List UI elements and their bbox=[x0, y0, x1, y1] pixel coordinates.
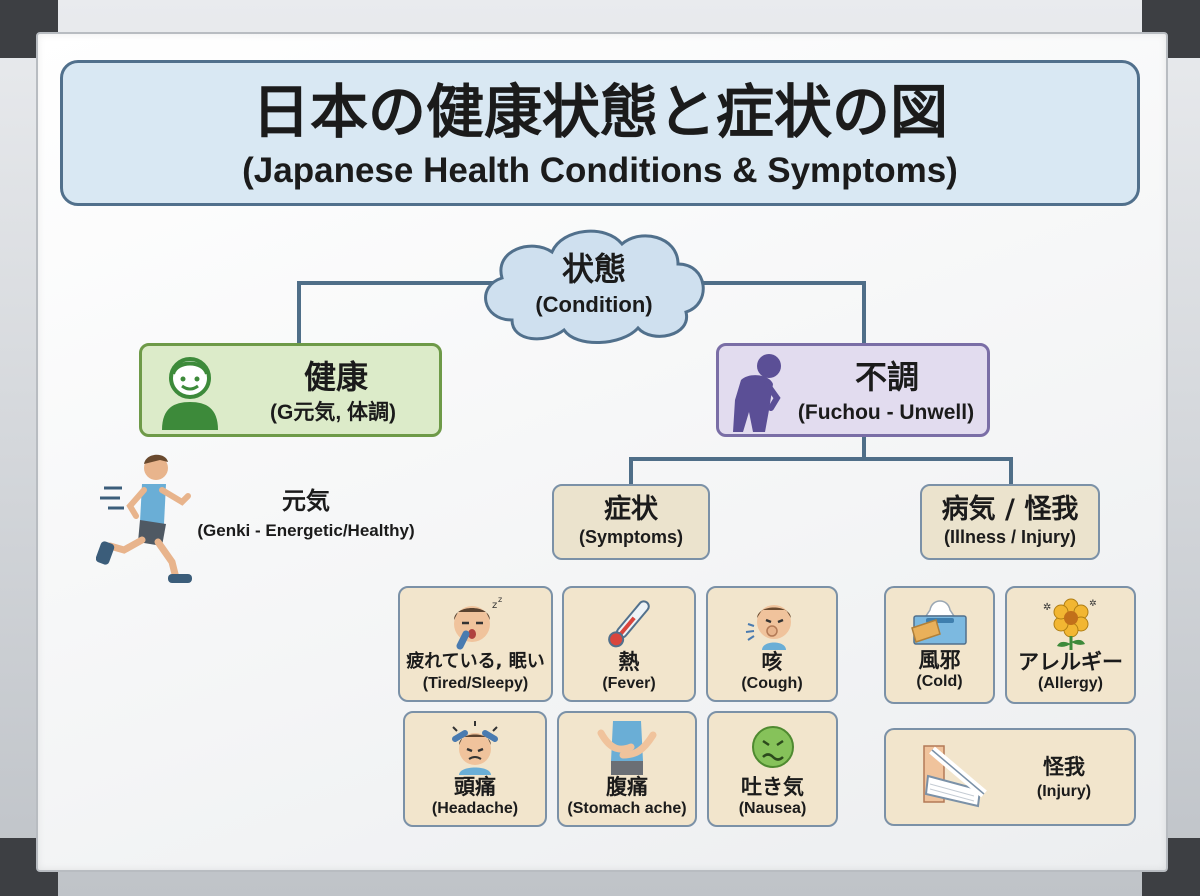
headache-face-icon bbox=[452, 721, 498, 775]
symptom-en: (Tired/Sleepy) bbox=[422, 675, 529, 692]
svg-text:z: z bbox=[492, 600, 497, 611]
illness-jp: 風邪 bbox=[918, 648, 961, 672]
condition-cloud bbox=[484, 229, 705, 344]
symptoms-jp: 症状 bbox=[604, 494, 658, 525]
symptom-card-fever: 熱 (Fever) bbox=[562, 586, 696, 702]
symptom-en: (Stomach ache) bbox=[567, 800, 687, 817]
illness-en: (Injury) bbox=[1036, 783, 1092, 800]
symptom-card-cough: 咳 (Cough) bbox=[706, 586, 838, 702]
tissue-box-icon bbox=[910, 600, 967, 645]
connector-line bbox=[862, 436, 866, 458]
illness-en: (Illness / Injury) bbox=[943, 527, 1077, 547]
symptom-card-headache: 頭痛 (Headache) bbox=[403, 711, 547, 827]
symptom-card-stomach: 腹痛 (Stomach ache) bbox=[557, 711, 697, 827]
connector-line bbox=[1009, 457, 1013, 485]
title-english: (Japanese Health Conditions & Symptoms) bbox=[242, 151, 958, 190]
symptoms-en: (Symptoms) bbox=[578, 527, 683, 547]
symptom-en: (Fever) bbox=[602, 675, 656, 692]
illness-jp: 病気 / 怪我 bbox=[941, 494, 1079, 525]
title-box: 日本の健康状態と症状の図 (Japanese Health Conditions… bbox=[60, 60, 1140, 206]
connector-line bbox=[297, 281, 301, 345]
symptom-en: (Headache) bbox=[431, 800, 519, 817]
illness-card-injury: 怪我 (Injury) bbox=[884, 728, 1136, 826]
connector-line bbox=[629, 457, 633, 485]
healthy-jp: 健康 bbox=[303, 358, 368, 396]
svg-text:z: z bbox=[498, 596, 502, 604]
nauseous-face-icon bbox=[751, 726, 794, 768]
symptom-en: (Nausea) bbox=[738, 800, 807, 817]
sleepy-face-icon: z z bbox=[453, 596, 502, 650]
illness-box: 病気 / 怪我 (Illness / Injury) bbox=[920, 484, 1100, 560]
symptom-en: (Cough) bbox=[741, 675, 803, 692]
healthy-box: 健康 (G元気, 体調) bbox=[139, 343, 442, 437]
coughing-face-icon bbox=[745, 605, 791, 650]
symptom-jp: 咳 bbox=[761, 650, 783, 674]
thermometer-icon bbox=[608, 600, 650, 648]
symptoms-box: 症状 (Symptoms) bbox=[552, 484, 710, 560]
genki-en: (Genki - Energetic/Healthy) bbox=[197, 521, 415, 540]
symptom-jp: 熱 bbox=[618, 650, 640, 674]
healthy-en: (G元気, 体調) bbox=[270, 401, 396, 424]
symptom-jp: 腹痛 bbox=[606, 775, 648, 799]
connector-line bbox=[629, 457, 1013, 461]
running-person-icon bbox=[96, 454, 192, 583]
genki-jp: 元気 bbox=[282, 487, 330, 515]
condition-jp: 状態 bbox=[561, 250, 626, 288]
symptom-card-tired: z z 疲れている, 眠い (Tired/Sleepy) bbox=[398, 586, 553, 702]
illness-en: (Cold) bbox=[916, 673, 963, 690]
symptom-jp: 頭痛 bbox=[454, 775, 496, 799]
stomach-icon bbox=[597, 721, 657, 775]
connector-line bbox=[862, 281, 866, 345]
smiling-person-icon bbox=[162, 357, 218, 430]
symptom-jp: 疲れている, 眠い bbox=[406, 651, 545, 672]
symptom-card-nausea: 吐き気 (Nausea) bbox=[707, 711, 838, 827]
symptom-jp: 吐き気 bbox=[741, 775, 804, 799]
illness-jp: 怪我 bbox=[1043, 755, 1085, 779]
illness-card-cold: 風邪 (Cold) bbox=[884, 586, 995, 704]
svg-text:✲: ✲ bbox=[1089, 599, 1097, 609]
svg-text:✲: ✲ bbox=[1043, 602, 1051, 613]
illness-en: (Allergy) bbox=[1038, 675, 1103, 692]
unwell-en: (Fuchou - Unwell) bbox=[797, 401, 975, 424]
unwell-box: 不調 (Fuchou - Unwell) bbox=[716, 343, 990, 437]
arm-sling-icon bbox=[923, 745, 987, 808]
flower-pollen-icon: ✲ ✲ bbox=[1043, 598, 1097, 650]
title-japanese: 日本の健康状態と症状の図 bbox=[251, 78, 948, 146]
hunched-person-icon bbox=[733, 354, 781, 432]
unwell-jp: 不調 bbox=[854, 358, 919, 396]
illness-jp: アレルギー bbox=[1018, 650, 1123, 674]
illness-card-allergy: ✲ ✲ アレルギー (Allergy) bbox=[1005, 586, 1136, 704]
condition-en: (Condition) bbox=[535, 292, 653, 317]
